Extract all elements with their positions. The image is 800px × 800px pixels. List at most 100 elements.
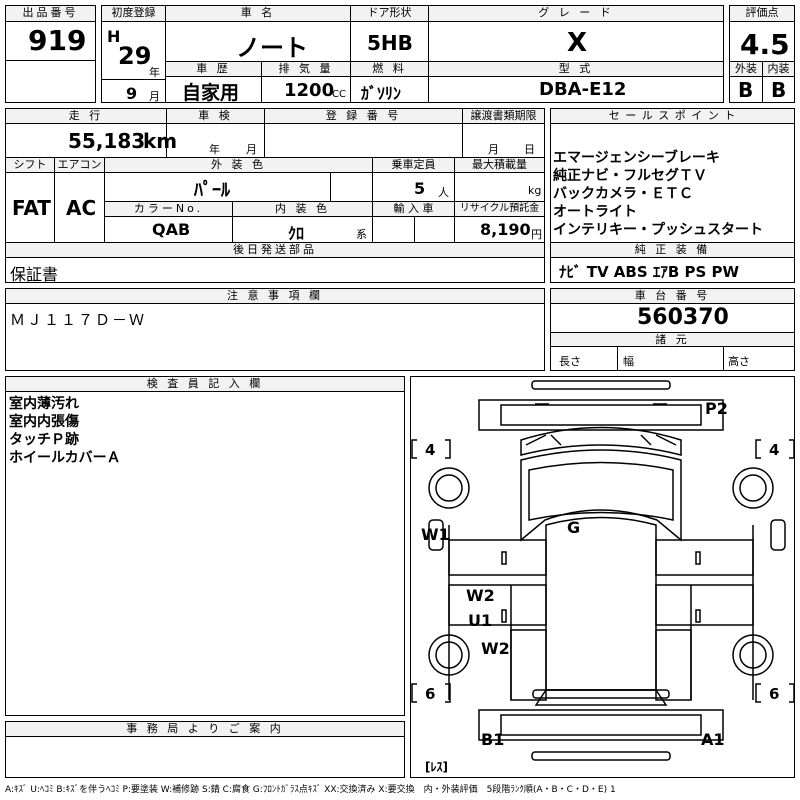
aircon-label: エアコン bbox=[54, 158, 104, 173]
interior-color-label: 内 装 色 bbox=[232, 202, 372, 217]
year-unit: 年 bbox=[149, 66, 160, 79]
tire-depth-front-left: 4 bbox=[425, 441, 436, 459]
transfer-deadline-label: 譲渡書類期限 bbox=[462, 109, 544, 124]
mark-a1: A1 bbox=[701, 730, 725, 749]
color-number-label: カラーNo. bbox=[105, 202, 232, 217]
inspector-box: 検 査 員 記 入 欄 室内薄汚れ 室内内張傷 タッチＰ跡 ホイールカバーＡ bbox=[5, 376, 405, 716]
exterior-label: 外装 bbox=[730, 62, 762, 77]
era-mark: H bbox=[107, 27, 121, 46]
legend-text: A:ｷｽﾞ U:ﾍｺﾐ B:ｷｽﾞを伴うﾍｺﾐ P:要塗装 W:補修跡 S:錆 … bbox=[5, 785, 616, 795]
registration-number-label: 登 録 番 号 bbox=[264, 109, 462, 124]
office-label: 事 務 局 よ り ご 案 内 bbox=[6, 722, 404, 737]
capacity-label: 乗車定員 bbox=[372, 158, 454, 173]
interior-score: B bbox=[771, 78, 787, 102]
sales-point-item: バックカメラ・ＥＴＣ bbox=[553, 186, 693, 202]
inspector-label: 検 査 員 記 入 欄 bbox=[6, 377, 404, 392]
recycle-label: リサイクル預託金 bbox=[454, 202, 544, 217]
chassis-number-value: 560370 bbox=[637, 305, 729, 330]
grade-box: グ レ ー ド X bbox=[428, 5, 724, 62]
inspection-year-unit: 年 bbox=[209, 143, 220, 156]
model-label: 型 式 bbox=[429, 62, 723, 77]
car-diagram bbox=[411, 380, 794, 761]
mark-w2-upper: W2 bbox=[466, 586, 495, 605]
shift-value: FAT bbox=[12, 196, 51, 220]
door-value: 5HB bbox=[367, 31, 413, 55]
tire-depth-rear-left: 6 bbox=[425, 685, 436, 703]
inspector-note: 室内内張傷 bbox=[9, 414, 79, 430]
score-value: 4.5 bbox=[740, 28, 790, 61]
caution-notes-box: 注 意 事 項 欄 ＭＪ１１７Ｄ－Ｗ bbox=[5, 288, 545, 371]
capacity-value: 5 bbox=[414, 179, 426, 198]
fuel-label: 燃 料 bbox=[351, 62, 428, 77]
interior-label: 内装 bbox=[762, 62, 794, 77]
vehicle-details-box: 走 行 車 検 登 録 番 号 譲渡書類期限 55,183 km 年 月 月 日… bbox=[5, 108, 545, 284]
caution-notes-value: ＭＪ１１７Ｄ－Ｗ bbox=[10, 311, 147, 329]
lot-number-value: 919 bbox=[28, 24, 87, 57]
mileage-unit: km bbox=[143, 129, 178, 153]
tire-depth-rear-right: 6 bbox=[769, 685, 780, 703]
mark-rest: [ﾚｽ] bbox=[425, 760, 448, 774]
month-unit: 月 bbox=[149, 90, 160, 103]
lot-number-box: 出品番号 919 bbox=[5, 5, 96, 61]
import-label: 輸 入 車 bbox=[372, 202, 454, 217]
sales-points-label: セ ー ル ス ポ イ ン ト bbox=[551, 109, 794, 124]
lot-number-label: 出品番号 bbox=[6, 6, 95, 22]
door-box: ドア形状 5HB bbox=[350, 5, 429, 62]
displacement-label: 排 気 量 bbox=[262, 62, 350, 77]
first-registration-label: 初度登録 bbox=[102, 6, 165, 22]
exterior-color-label: 外 装 色 bbox=[104, 158, 372, 173]
mark-w1: W1 bbox=[421, 525, 450, 544]
mark-u1: U1 bbox=[468, 611, 493, 630]
first-registration-box: 初度登録 H 29 年 9 月 bbox=[101, 5, 166, 103]
later-parts-value: 保証書 bbox=[10, 265, 59, 284]
door-label: ドア形状 bbox=[351, 6, 428, 22]
ext-int-box: 外装 内装 B B bbox=[729, 61, 795, 103]
mark-w2-lower: W2 bbox=[481, 639, 510, 658]
caution-notes-label: 注 意 事 項 欄 bbox=[6, 289, 544, 304]
length-label: 長さ bbox=[559, 355, 581, 368]
history-value: 自家用 bbox=[182, 82, 240, 104]
inspector-note: タッチＰ跡 bbox=[9, 432, 79, 448]
max-load-unit: kg bbox=[528, 184, 542, 197]
capacity-unit: 人 bbox=[438, 186, 449, 199]
sales-point-item: エマージェンシーブレーキ bbox=[553, 150, 720, 166]
interior-color-unit: 系 bbox=[356, 228, 367, 241]
interior-color-value: ｸﾛ bbox=[288, 224, 305, 243]
history-label: 車 歴 bbox=[166, 62, 261, 77]
inspector-note: ホイールカバーＡ bbox=[9, 450, 121, 466]
recycle-unit: 円 bbox=[531, 228, 542, 241]
displacement-box: 排 気 量 1200 CC bbox=[261, 61, 351, 103]
car-name-box: 車 名 ノート bbox=[165, 5, 351, 62]
specs-label: 諸 元 bbox=[551, 333, 794, 347]
color-number-value: QAB bbox=[152, 220, 191, 239]
standard-equipment-label: 純 正 装 備 bbox=[551, 243, 794, 258]
exterior-score: B bbox=[738, 78, 754, 102]
displacement-unit: CC bbox=[332, 89, 346, 100]
fuel-value: ｶﾞｿﾘﾝ bbox=[361, 84, 402, 103]
recycle-value: 8,190 bbox=[480, 220, 531, 239]
car-name-label: 車 名 bbox=[166, 6, 350, 22]
model-box: 型 式 DBA-E12 bbox=[428, 61, 724, 103]
mileage-value: 55,183 bbox=[68, 129, 146, 153]
later-parts-label: 後日発送部品 bbox=[6, 243, 544, 258]
sales-points-box: セ ー ル ス ポ イ ン ト エマージェンシーブレーキ 純正ナビ・フルセグＴＶ… bbox=[550, 108, 795, 283]
sales-point-item: インテリキー・プッシュスタート bbox=[553, 222, 763, 238]
chassis-box: 車 台 番 号 560370 諸 元 長さ 幅 高さ bbox=[550, 288, 795, 371]
standard-equipment-value: ﾅﾋﾞ TV ABS ｴｱB PS PW bbox=[559, 263, 740, 281]
office-box: 事 務 局 よ り ご 案 内 bbox=[5, 721, 405, 778]
transfer-day-unit: 日 bbox=[524, 143, 535, 156]
inspection-label: 車 検 bbox=[166, 109, 264, 124]
height-label: 高さ bbox=[728, 355, 750, 368]
history-box: 車 歴 自家用 bbox=[165, 61, 262, 104]
exterior-color-value: ﾊﾟｰﾙ bbox=[194, 180, 230, 201]
shift-label: シフト bbox=[6, 158, 54, 173]
transfer-month-unit: 月 bbox=[488, 143, 499, 156]
mark-g: G bbox=[567, 518, 581, 537]
tire-depth-front-right: 4 bbox=[769, 441, 780, 459]
chassis-number-label: 車 台 番 号 bbox=[551, 289, 794, 304]
grade-value: X bbox=[567, 28, 588, 58]
fuel-box: 燃 料 ｶﾞｿﾘﾝ bbox=[350, 61, 429, 103]
damage-diagram-box: P2 G W1 W2 U1 W2 B1 A1 [ﾚｽ] 4 4 6 6 bbox=[410, 376, 795, 778]
inspection-month-unit: 月 bbox=[246, 143, 257, 156]
score-box: 評価点 4.5 bbox=[729, 5, 795, 62]
